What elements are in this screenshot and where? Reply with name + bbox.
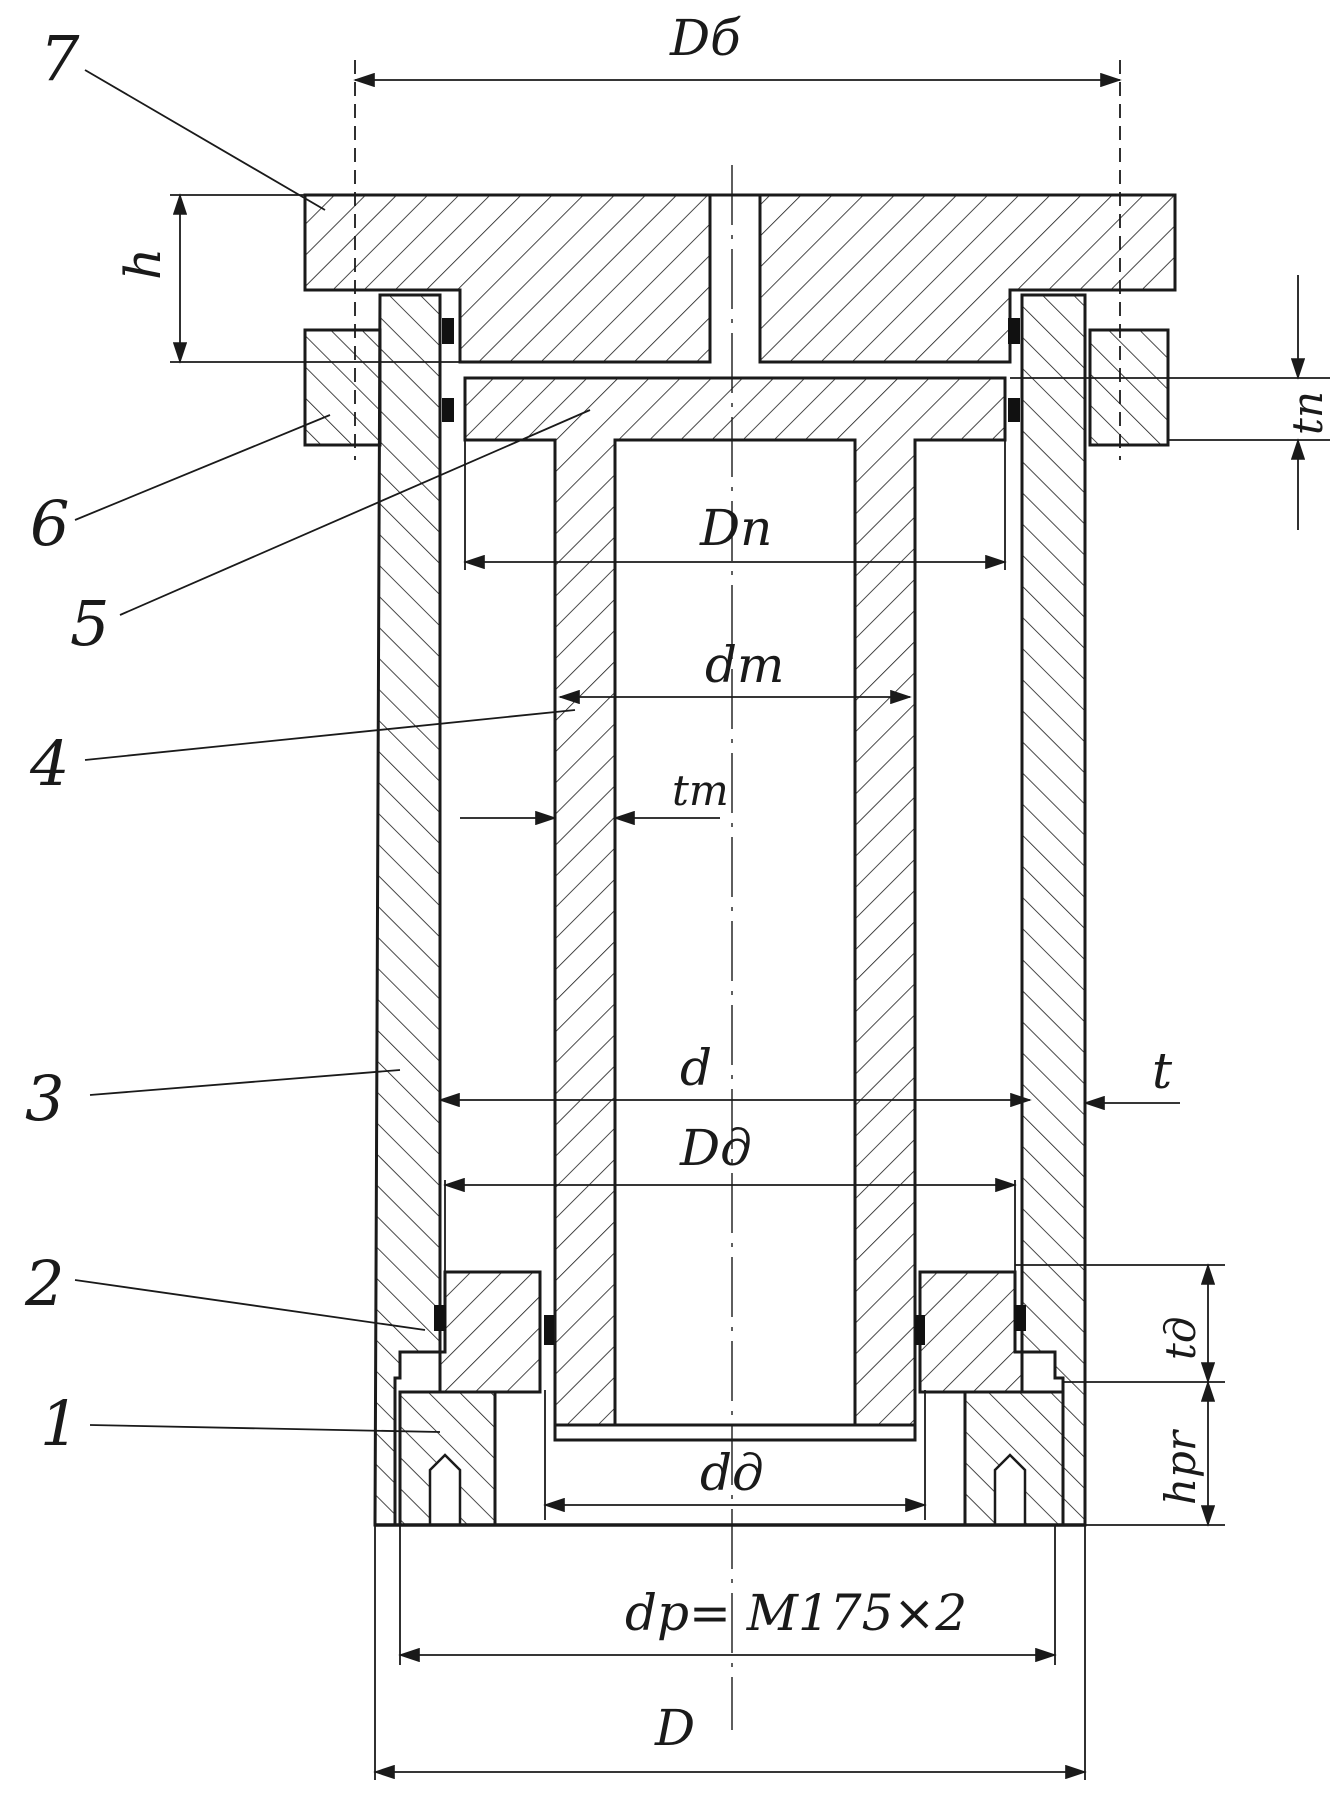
dim-label-D: D (654, 1699, 695, 1757)
part-label-4: 4 (29, 727, 69, 800)
part-7-top-plate (303, 193, 1177, 364)
part-label-2: 2 (24, 1247, 64, 1320)
dim-label-Dp: Dп (699, 499, 772, 557)
part-label-3: 3 (25, 1062, 64, 1135)
dim-label-dt: dт (705, 636, 784, 694)
dim-label-d: d (680, 1039, 712, 1097)
part-6-nut (303, 328, 1170, 447)
part-label-7: 7 (40, 22, 80, 95)
dim-label-Dd: Dд (679, 1119, 752, 1177)
seals (434, 318, 1026, 1345)
part-number-labels: 7 6 5 4 3 2 1 (24, 22, 109, 1460)
dim-label-tp: tп (1283, 391, 1330, 435)
dimension-labels: Dб h tп Dп dт tт d t Dд tд hpr dд dp= M1… (114, 9, 1330, 1757)
part-2-gland (438, 1270, 1024, 1394)
dim-label-tt: tт (672, 766, 729, 815)
part-label-1: 1 (40, 1387, 79, 1460)
dim-label-hpr: hpr (1156, 1428, 1205, 1505)
part-label-6: 6 (30, 487, 69, 560)
dim-label-dp: dp= M175×2 (625, 1584, 967, 1642)
leader-lines (74, 69, 591, 1433)
dim-label-h: h (114, 248, 172, 280)
part-1-bottom-ring (375, 1390, 1085, 1527)
dim-label-dd: dд (700, 1444, 764, 1502)
part-label-5: 5 (70, 587, 109, 660)
dim-label-td: tд (1156, 1317, 1205, 1361)
dim-label-Db: Dб (669, 9, 741, 67)
dim-label-t: t (1152, 1042, 1173, 1100)
dimension-lines (170, 60, 1330, 1780)
